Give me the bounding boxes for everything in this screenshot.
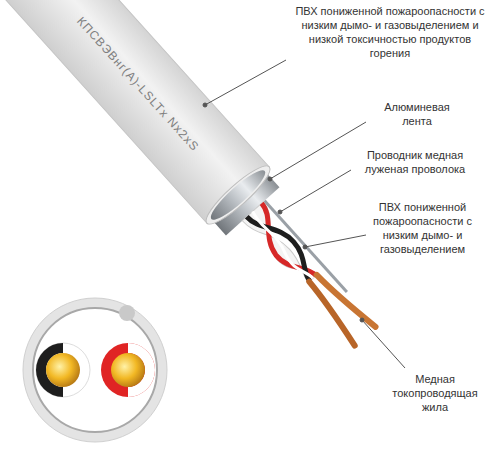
red-core	[244, 203, 322, 286]
drain-label: Проводник медная луженая проволока	[355, 148, 475, 176]
cross-section	[23, 298, 167, 442]
leader-line	[270, 122, 366, 179]
section-insulation	[101, 343, 155, 397]
insulation-label: ПВХ пониженной пожароопасности с низким …	[370, 200, 475, 256]
section-foil	[33, 308, 157, 432]
section-insulation	[36, 343, 90, 397]
copper-core	[303, 282, 362, 346]
leader-dot	[203, 103, 207, 107]
leader-dot	[360, 318, 364, 322]
pair-insulation	[242, 202, 323, 288]
leader-dot	[268, 177, 272, 181]
leader-dot	[303, 245, 307, 249]
foil-label: Алюминевая лента	[372, 100, 462, 128]
leader-lines	[203, 60, 405, 368]
leader-line	[205, 60, 286, 105]
black-core	[247, 205, 321, 284]
leader-line	[362, 320, 405, 368]
leader-line	[280, 170, 351, 212]
section-conductor	[46, 353, 80, 387]
conductor-label: Медная токопроводящая жила	[385, 372, 485, 414]
leader-line	[305, 235, 366, 247]
sheath-label: ПВХ пониженной пожароопасности с низким …	[290, 4, 490, 60]
white-stripe	[248, 211, 313, 282]
leader-dot	[278, 210, 282, 214]
section-conductor	[111, 353, 145, 387]
section-drain	[119, 305, 135, 321]
section-sheath	[23, 298, 167, 442]
